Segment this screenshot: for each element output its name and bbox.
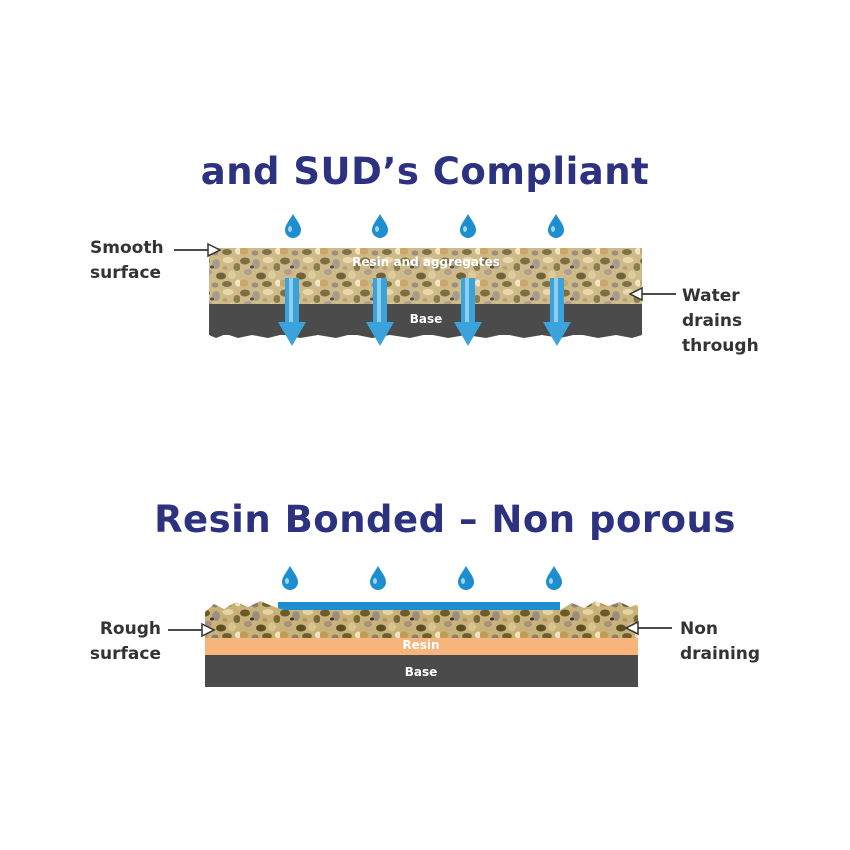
water-drop-icon [285, 214, 301, 238]
non-porous-base-layer [205, 654, 638, 687]
pointer-arrow-icon [173, 243, 221, 257]
water-puddle [278, 602, 560, 612]
porous-aggregate-layer [209, 248, 642, 304]
rough-surface-label: Rough surface [89, 619, 161, 664]
smooth-surface-label: Smooth surface [90, 238, 164, 283]
water-drop-icon [370, 566, 386, 590]
pointer-arrow-icon [167, 623, 215, 637]
non-porous-section: Resin Base [167, 566, 673, 687]
porous-aggregate-label: Resin and aggregates [352, 255, 500, 269]
water-drop-icon [548, 214, 564, 238]
pointer-arrow-icon [625, 621, 673, 635]
non-draining-label: Non draining [680, 619, 761, 664]
porous-base-layer [209, 303, 642, 335]
water-drop-icon [372, 214, 388, 238]
pointer-arrow-icon [629, 287, 677, 301]
porous-section: Resin and aggregates Base [173, 214, 677, 346]
non-porous-aggregate-layer [205, 601, 638, 638]
water-drop-icon [460, 214, 476, 238]
water-drains-label: Water drains through [682, 286, 759, 356]
non-porous-resin-layer [205, 634, 638, 655]
porous-base-label: Base [410, 312, 443, 326]
non-porous-base-label: Base [405, 665, 438, 679]
non-porous-resin-label: Resin [402, 638, 439, 652]
porous-title: and SUD’s Compliant [200, 150, 650, 193]
water-drop-icon [282, 566, 298, 590]
water-drop-icon [458, 566, 474, 590]
water-drop-icon [546, 566, 562, 590]
non-porous-title: Resin Bonded – Non porous [154, 498, 736, 541]
